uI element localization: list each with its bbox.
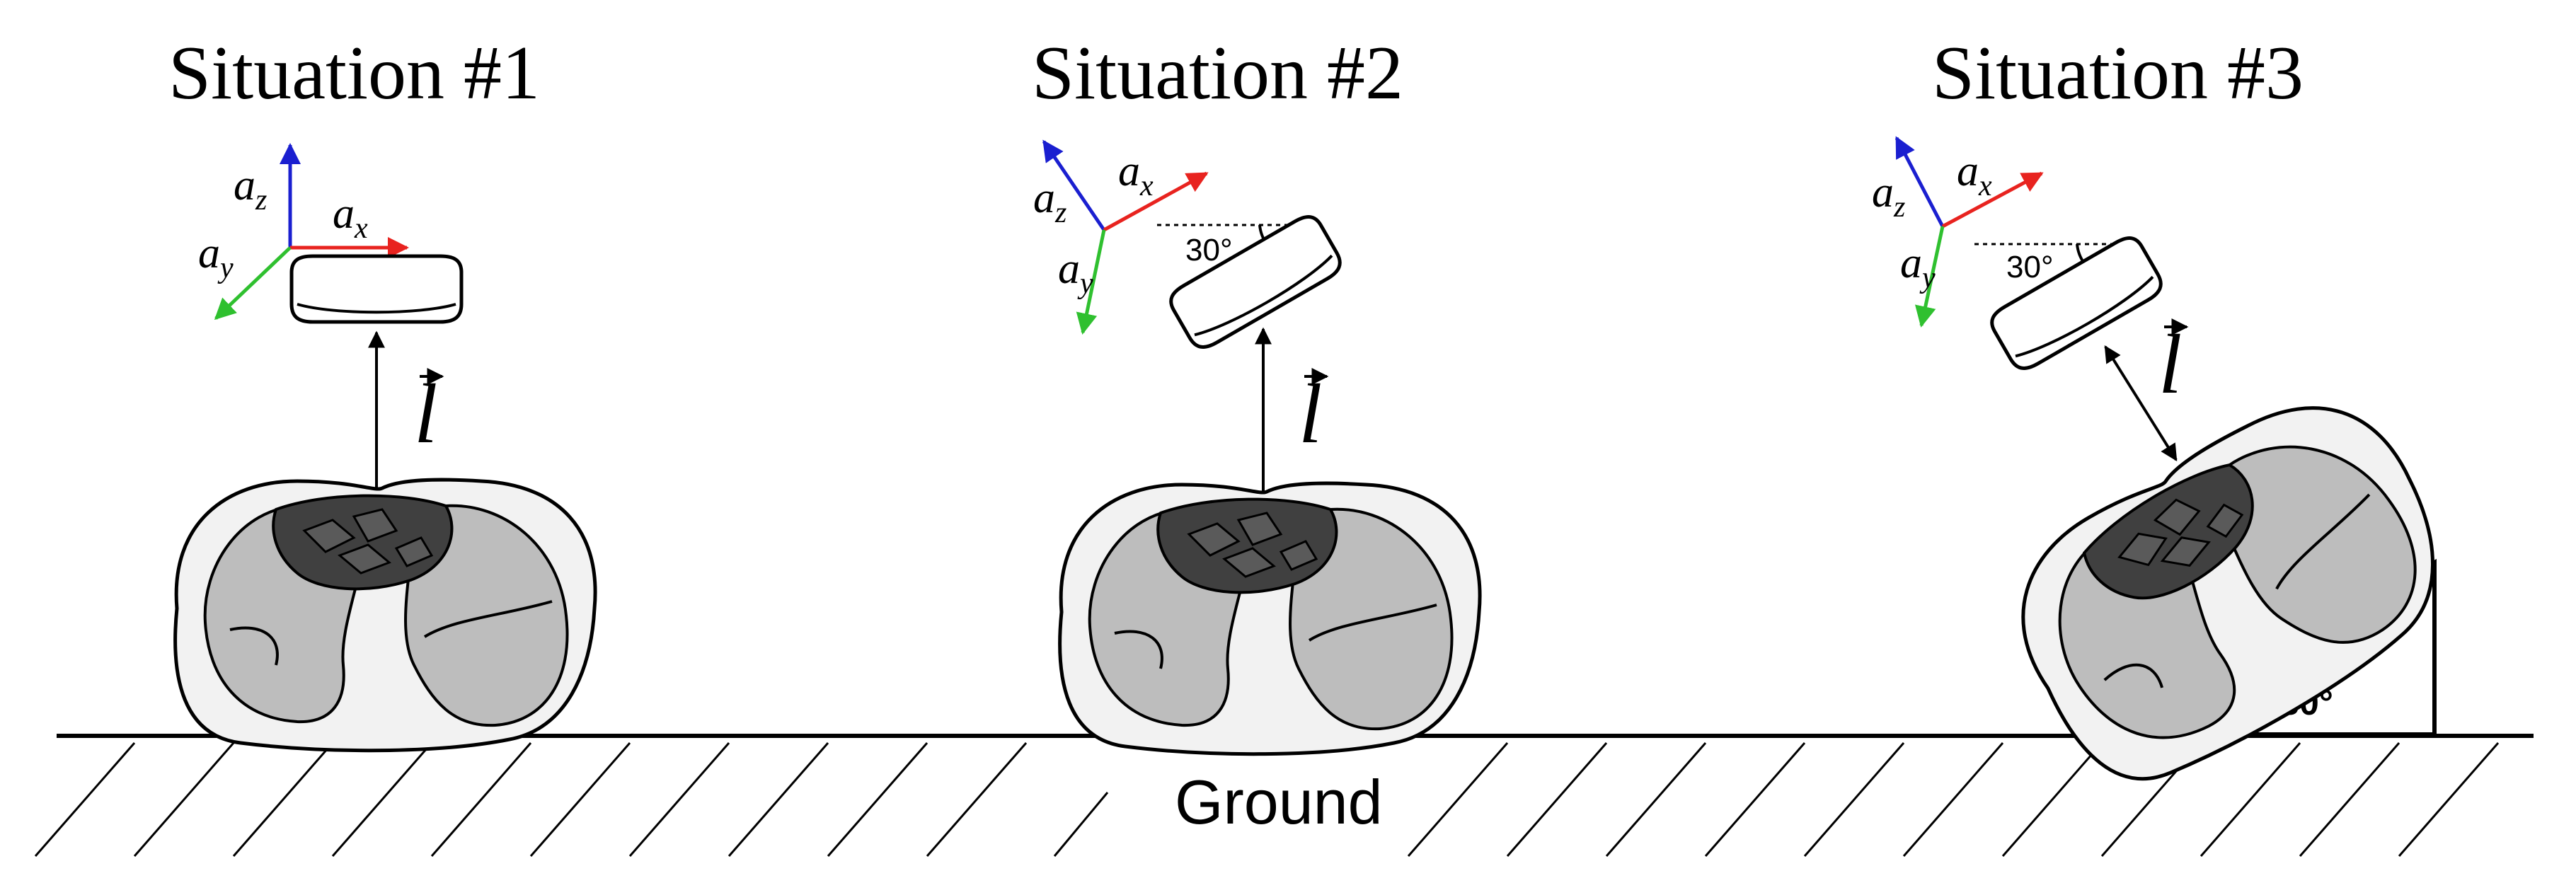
distance-label: l <box>2158 317 2182 411</box>
axis-x-arrow <box>1941 171 2044 229</box>
distance-label: l <box>1299 367 1322 461</box>
ground-label: Ground <box>1175 767 1383 837</box>
axis-z-arrow <box>1042 139 1106 231</box>
axis-x-arrow <box>1103 171 1209 232</box>
axis-y-arrow <box>1914 226 1945 328</box>
situation-1-group: az ax ay l <box>176 143 595 751</box>
ground-hatching <box>34 742 2500 857</box>
situation-3-group: az ax ay 30° l θ=30° <box>1872 136 2481 812</box>
thorax-cross-section <box>176 480 595 751</box>
axis-x-label: ax <box>1118 147 1154 202</box>
situation-2-title: Situation #2 <box>1032 31 1404 115</box>
situation-3-title: Situation #3 <box>1932 31 2304 115</box>
situation-3-axes <box>1894 136 2044 328</box>
axis-y-arrow <box>1076 229 1106 335</box>
distance-arrow <box>2104 345 2178 462</box>
axis-x-label: ax <box>1957 147 1992 202</box>
axis-y-arrow <box>214 246 292 321</box>
axis-y-label: ay <box>1900 239 1936 294</box>
axis-y-label: ay <box>1058 245 1093 300</box>
axis-y-label: ay <box>198 229 234 284</box>
axis-z-arrow <box>1894 136 1945 228</box>
sensor-device <box>292 256 461 322</box>
axis-z-label: az <box>1033 174 1066 229</box>
situation-1-title: Situation #1 <box>168 31 541 115</box>
situation-2-axes <box>1042 139 1209 335</box>
distance-label: l <box>414 367 437 461</box>
thorax-cross-section <box>1982 368 2481 812</box>
axis-x-label: ax <box>333 190 368 245</box>
axis-z-label: az <box>1872 168 1905 224</box>
thorax-cross-section <box>1060 483 1480 754</box>
situation-2-group: az ax ay 30° l <box>1033 139 1480 754</box>
situation-1-axes <box>214 143 409 321</box>
sensor-angle-label: 30° <box>2006 250 2054 284</box>
axis-z-label: az <box>234 161 267 217</box>
